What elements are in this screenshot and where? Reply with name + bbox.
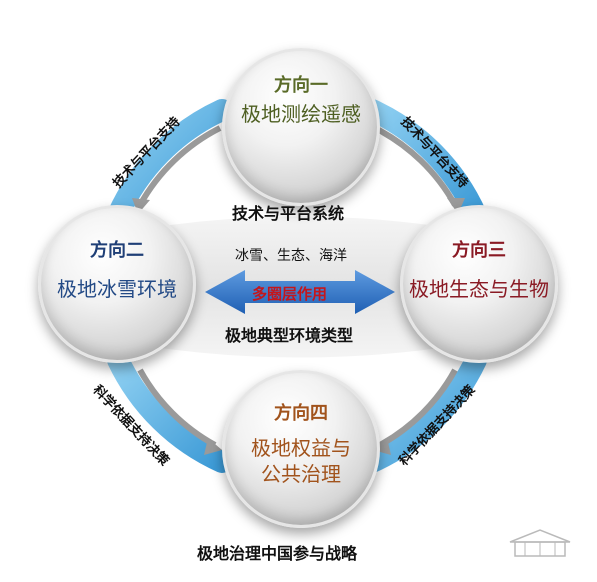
direction-1-label: 方向一 — [274, 75, 328, 96]
guide-arrow-bottom-left — [137, 368, 217, 448]
double-arrow — [205, 270, 395, 314]
building-logo-icon — [509, 529, 571, 557]
ring-arrow-bottom-right — [361, 349, 487, 473]
guide-arrowhead-bottom-left — [204, 438, 222, 455]
ring-arrow-top-left — [107, 99, 233, 226]
guide-arrow-top-left — [137, 125, 222, 207]
center-arrow-label: 多圈层作用 — [252, 285, 328, 303]
direction-2-label: 方向二 — [90, 240, 144, 261]
center-bottom-label: 极地典型环境类型 — [225, 326, 354, 345]
ring-arrow-top-right — [361, 99, 487, 226]
circle-direction-2: 方向二 极地冰雪环境 — [38, 205, 196, 363]
center-sub-label: 冰雪、生态、海洋 — [235, 248, 347, 264]
direction-4-label: 方向四 — [274, 403, 328, 424]
direction-3-label: 方向三 — [452, 240, 506, 261]
circle-direction-1: 方向一 极地测绘遥感 — [222, 48, 380, 206]
guide-arrow-top-right — [373, 125, 458, 207]
direction-1-topic: 极地测绘遥感 — [241, 102, 361, 126]
direction-3-topic: 极地生态与生物 — [409, 277, 549, 301]
direction-2-topic: 极地冰雪环境 — [57, 277, 177, 301]
footer-label: 极地治理中国参与战略 — [197, 544, 358, 563]
circle-direction-3: 方向三 极地生态与生物 — [400, 205, 558, 363]
ring-arrow-bottom-left — [107, 349, 233, 473]
direction-4-topic-line-2: 公共治理 — [261, 462, 341, 486]
guide-arrow-bottom-right — [378, 368, 458, 448]
guide-arrowhead-top-right — [447, 198, 465, 214]
center-top-label: 技术与平台系统 — [232, 204, 345, 223]
circle-direction-4: 方向四 极地权益与 公共治理 — [222, 370, 380, 528]
direction-4-topic-line-1: 极地权益与 — [251, 436, 351, 460]
